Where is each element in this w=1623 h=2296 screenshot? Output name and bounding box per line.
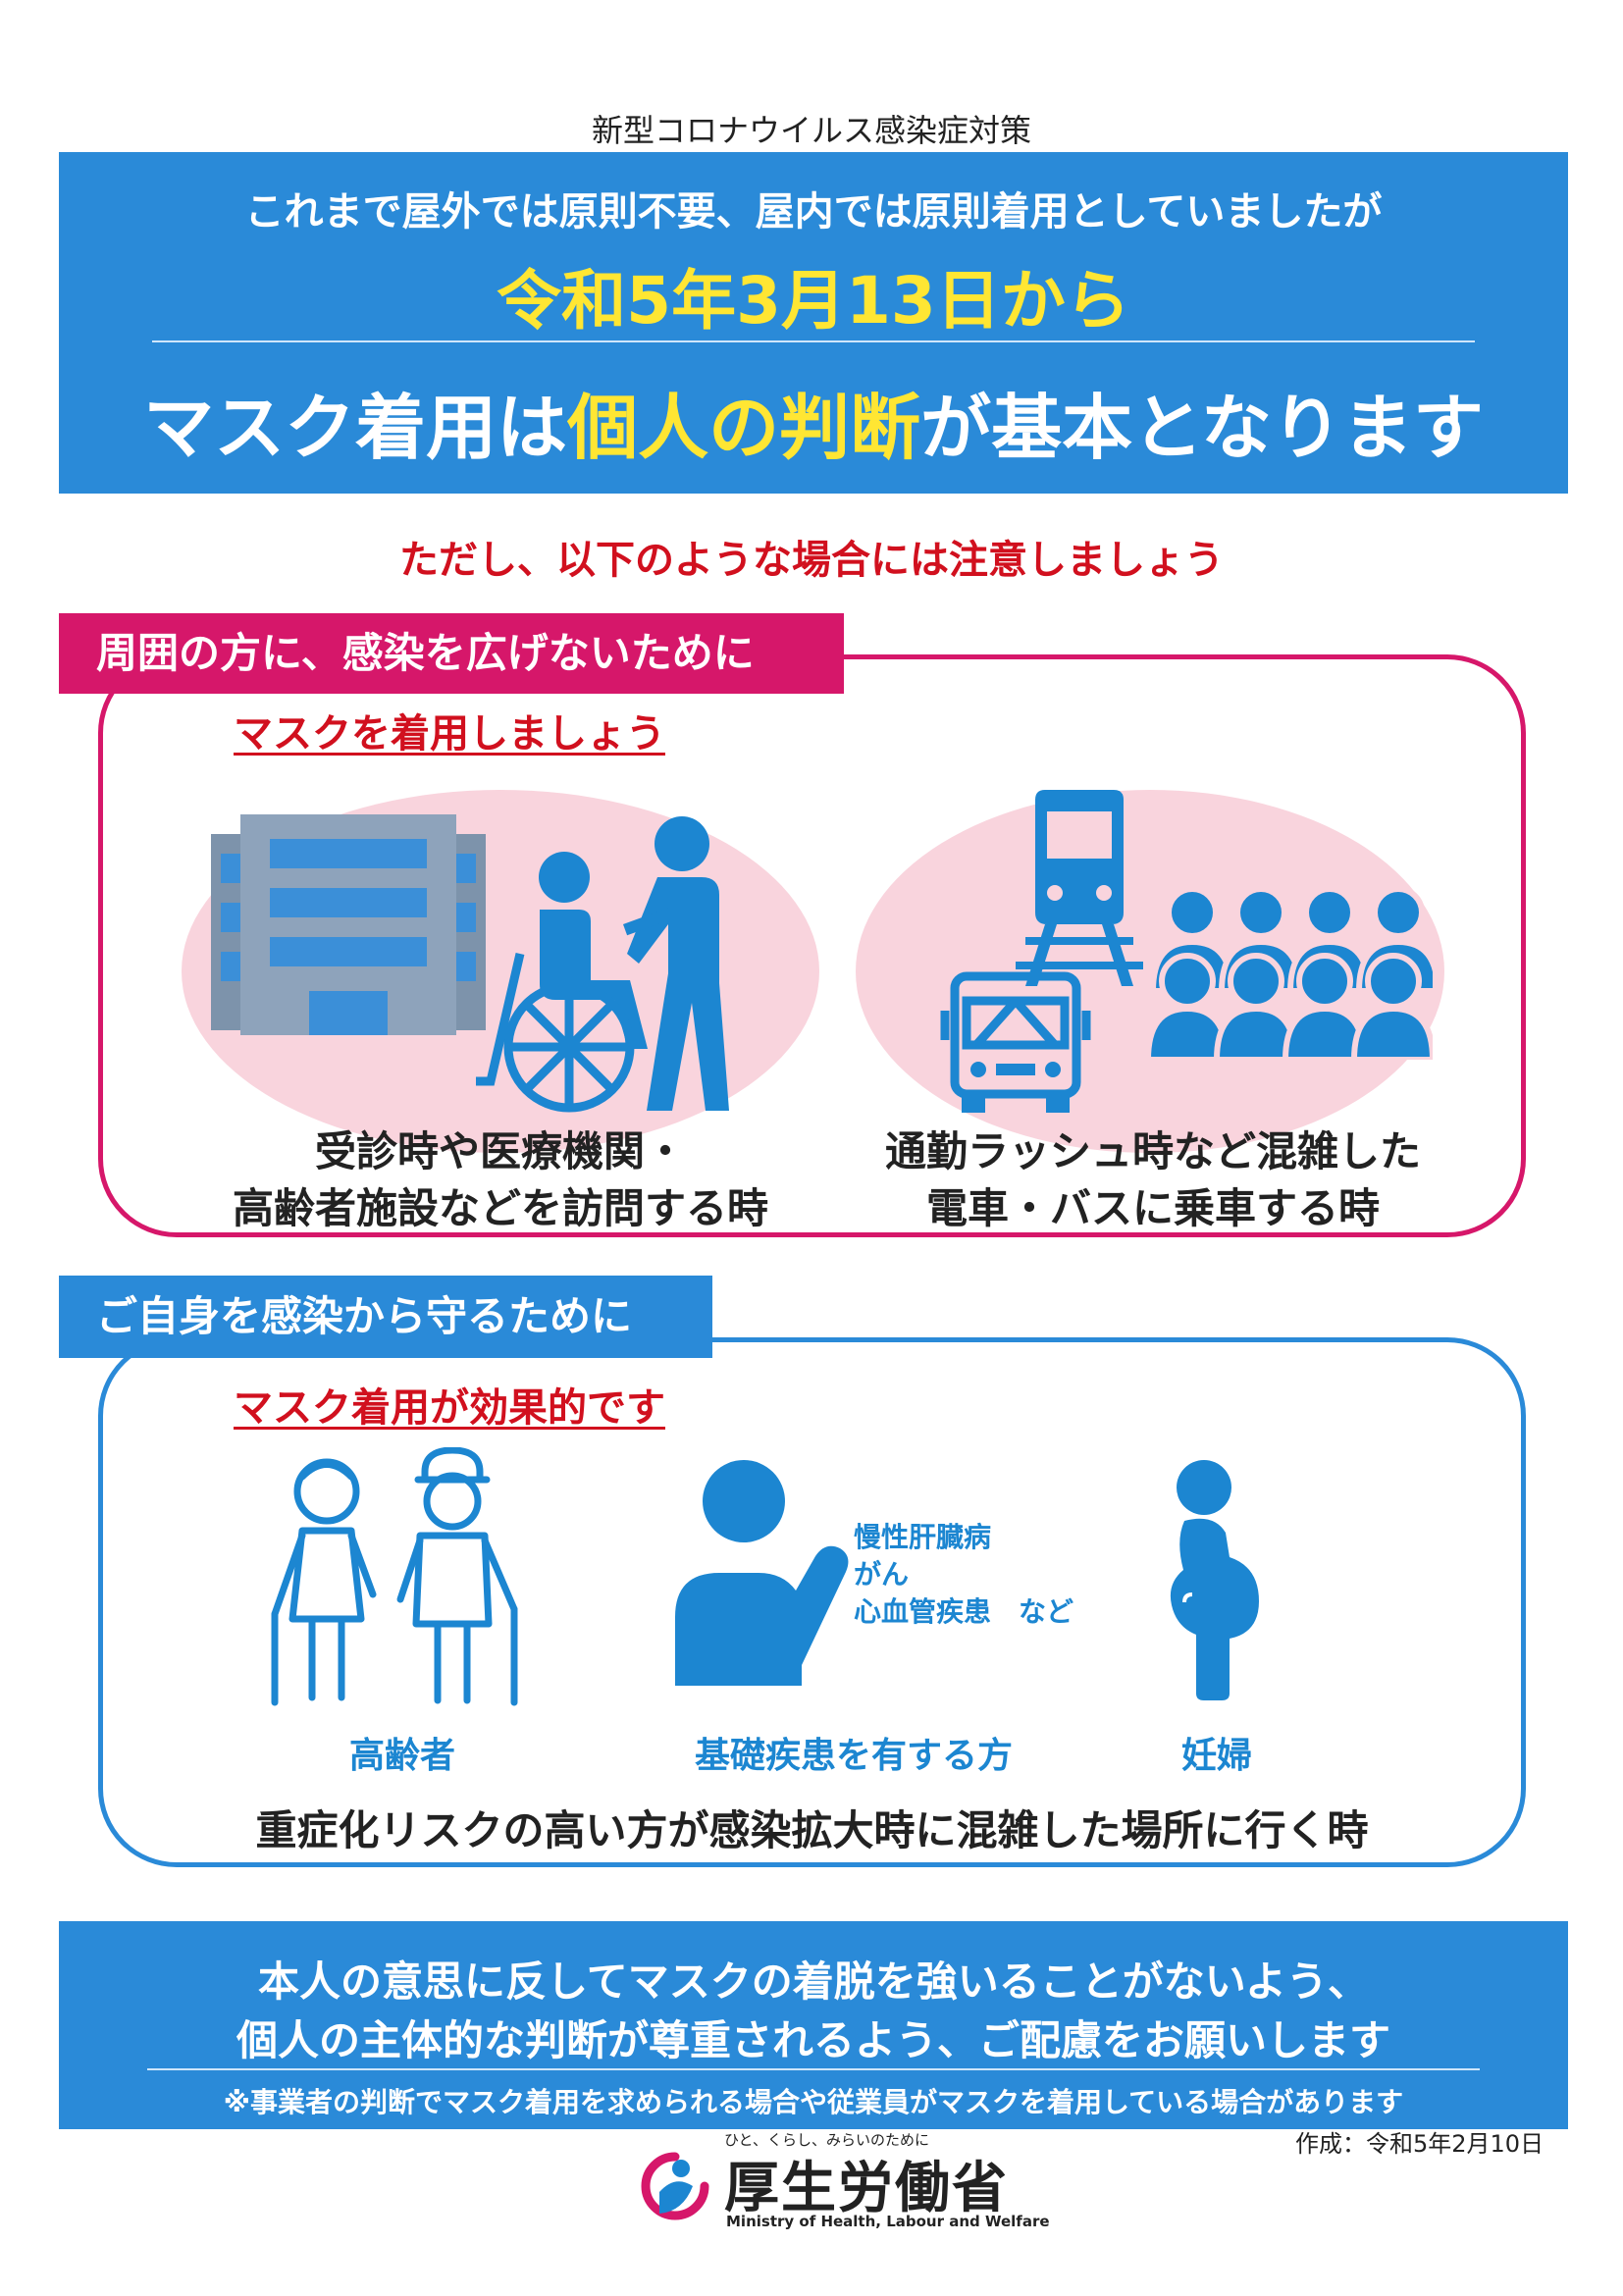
section1-caption-right-line2: 電車・バスに乗車する時	[925, 1184, 1380, 1232]
header-line1: これまで屋外では原則不要、屋内では原則着用としていましたが	[244, 189, 1383, 235]
section2-subtitle: マスク着用が効果的です	[234, 1385, 665, 1431]
hospital-building-icon	[211, 814, 486, 1035]
person-chronic-disease-icon	[675, 1460, 849, 1686]
footer-divider	[147, 2068, 1480, 2070]
header-main-highlight: 個人の判断	[567, 387, 921, 469]
elderly-couple-icon	[271, 1447, 518, 1706]
section2-tab: ご自身を感染から守るために	[59, 1276, 712, 1358]
wheelchair-caregiver-icon	[476, 816, 729, 1113]
footer-line2: 個人の主体的な判断が尊重されるよう、ご配慮をお願いします	[236, 2016, 1390, 2064]
header-divider	[152, 340, 1475, 342]
condition-item: がん	[854, 1558, 910, 1591]
section1-tab: 周囲の方に、感染を広げないために	[59, 613, 844, 694]
section1-caption-right: 通勤ラッシュ時など混雑した 電車・バスに乗車する時	[854, 1123, 1452, 1237]
label-elderly: 高齢者	[348, 1736, 455, 1776]
header-date: 令和5年3月13日から	[497, 263, 1130, 339]
conditions-list: 慢性肝臓病 がん 心血管疾患 など	[854, 1519, 1073, 1631]
caution-heading: ただし、以下のような場合には注意しましょう	[399, 538, 1224, 583]
condition-item: 心血管疾患 など	[854, 1595, 1074, 1628]
logo-tagline: ひと、くらし、みらいのために	[724, 2131, 929, 2149]
supertitle: 新型コロナウイルス感染症対策	[591, 112, 1031, 149]
header-main-after: が基本となります	[920, 387, 1484, 469]
footer-note: ※事業者の判断でマスク着用を求められる場合や従業員がマスクを着用している場合があ…	[223, 2086, 1404, 2118]
logo-name: 厚生労働省	[724, 2157, 1009, 2220]
footer-line1: 本人の意思に反してマスクの着脱を強いることがないよう、	[258, 1957, 1369, 2006]
crowd-icon	[1148, 886, 1433, 1060]
section2-bottom-text: 重症化リスクの高い方が感染拡大時に混雑した場所に行く時	[255, 1806, 1369, 1854]
section2-frame	[98, 1337, 1526, 1867]
condition-item: 慢性肝臓病	[854, 1521, 992, 1553]
section1-caption-left: 受診時や医療機関・ 高齢者施設などを訪問する時	[186, 1123, 814, 1237]
header-main-before: マスク着用は	[143, 387, 568, 469]
created-date: 作成：令和5年2月10日	[1295, 2130, 1544, 2158]
train-icon	[1016, 790, 1143, 986]
bus-icon	[940, 971, 1091, 1113]
section1-caption-left-line1: 受診時や医療機関・	[314, 1127, 686, 1175]
footer-banner: 本人の意思に反してマスクの着脱を強いることがないよう、 個人の主体的な判断が尊重…	[59, 1921, 1568, 2129]
section1-subtitle: マスクを着用しましょう	[234, 711, 665, 757]
section1-caption-right-line1: 通勤ラッシュ時など混雑した	[884, 1127, 1421, 1175]
label-pregnant: 妊婦	[1180, 1736, 1252, 1776]
header-main-message: マスク着用は個人の判断が基本となります	[59, 370, 1568, 473]
pregnant-woman-icon	[1170, 1460, 1259, 1700]
section1-caption-left-line2: 高齢者施設などを訪問する時	[232, 1184, 768, 1232]
header-banner: これまで屋外では原則不要、屋内では原則着用としていましたが 令和5年3月13日か…	[59, 152, 1568, 494]
label-chronic-disease: 基礎疾患を有する方	[694, 1736, 1013, 1776]
mhlw-logo-icon	[641, 2152, 709, 2220]
logo-english-name: Ministry of Health, Labour and Welfare	[726, 2213, 1050, 2230]
